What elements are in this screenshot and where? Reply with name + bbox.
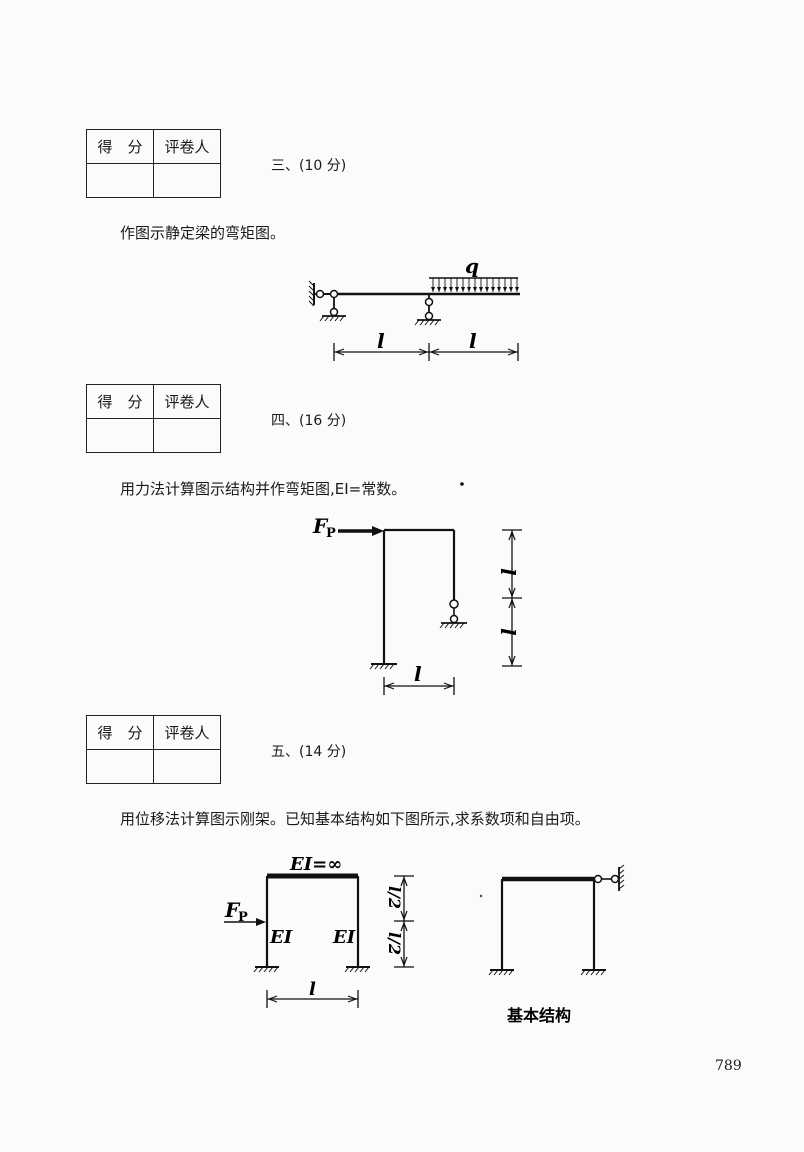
beam-stiffness-label: EI=∞: [289, 854, 342, 875]
q5-text: 用位移法计算图示刚架。已知基本结构如下图所示,求系数项和自由项。: [120, 810, 590, 828]
stray-dot: [460, 482, 464, 486]
q3-heading: 三、(10 分): [271, 158, 347, 174]
height-label-1: l: [496, 568, 520, 576]
grader-cell[interactable]: [153, 749, 221, 784]
stray-dot: [479, 894, 483, 898]
force-label: F: [312, 514, 329, 538]
load-label-q: q: [465, 254, 479, 278]
height-label-2: l: [496, 628, 520, 636]
score-table-q5: 得 分 评卷人: [86, 715, 221, 784]
score-header: 得 分: [86, 715, 154, 750]
force-subscript: P: [326, 526, 336, 541]
q4-heading: 四、(16 分): [271, 413, 347, 429]
score-cell[interactable]: [86, 749, 154, 784]
grader-cell[interactable]: [153, 163, 221, 198]
score-header: 得 分: [86, 129, 154, 164]
grader-header: 评卷人: [153, 715, 221, 750]
q5-heading: 五、(14 分): [271, 744, 347, 760]
span-label-2: l: [469, 329, 477, 353]
q4-text: 用力法计算图示结构并作弯矩图,EI=常数。: [120, 480, 407, 498]
grader-cell[interactable]: [153, 418, 221, 453]
span-label-1: l: [377, 329, 385, 353]
lower-height-label: l/2: [385, 932, 404, 955]
width-label: l: [414, 662, 422, 686]
width-label: l: [309, 979, 316, 1000]
basic-structure-caption: 基本结构: [506, 1006, 571, 1025]
grader-header: 评卷人: [153, 384, 221, 419]
score-table-q3: 得 分 评卷人: [86, 129, 221, 198]
upper-height-label: l/2: [385, 886, 404, 909]
page-number: 789: [715, 1058, 742, 1074]
score-header: 得 分: [86, 384, 154, 419]
right-column-ei-label: EI: [332, 927, 356, 948]
left-column-ei-label: EI: [269, 927, 293, 948]
q3-text: 作图示静定梁的弯矩图。: [120, 224, 286, 242]
score-cell[interactable]: [86, 418, 154, 453]
force-label: F: [224, 898, 241, 922]
grader-header: 评卷人: [153, 129, 221, 164]
score-table-q4: 得 分 评卷人: [86, 384, 221, 453]
force-subscript: P: [238, 910, 248, 925]
